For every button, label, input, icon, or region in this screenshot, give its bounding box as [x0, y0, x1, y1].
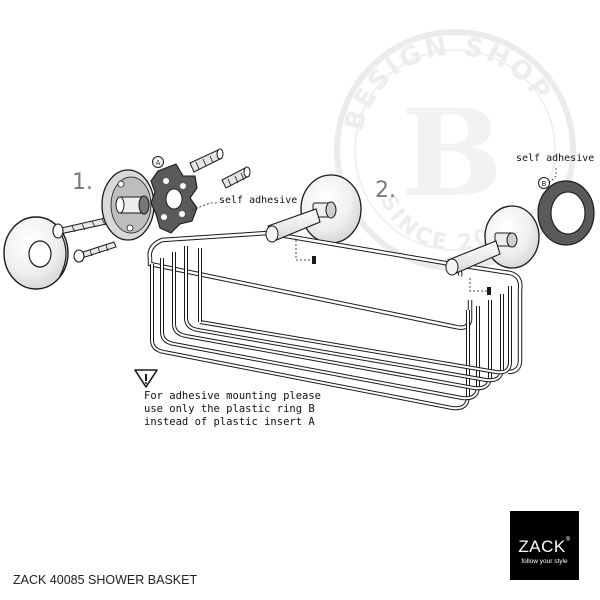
svg-text:B: B: [542, 180, 547, 188]
leader-self-adhesive-left: [191, 202, 218, 211]
note-line-1: For adhesive mounting please: [144, 390, 322, 402]
set-screw-center: [295, 240, 316, 264]
svg-text:A: A: [156, 159, 161, 167]
connector-tube-right: [445, 240, 501, 276]
insert-a-marker: A: [152, 156, 164, 168]
screw-short: [73, 241, 117, 263]
step-2-label: 2.: [375, 178, 396, 203]
warning-icon: [134, 369, 158, 388]
plastic-insert-a: [150, 163, 198, 234]
set-screw-right: [469, 278, 491, 295]
zack-logo: ZACK® follow your style: [510, 511, 579, 580]
mount-rosette-right: [484, 205, 540, 269]
step-1-label: 1.: [72, 170, 93, 195]
connector-tube-center: [265, 208, 321, 243]
plastic-ring-b: [537, 180, 595, 246]
self-adhesive-label-right: self adhesive: [516, 153, 595, 164]
watermark-letter: B: [401, 83, 502, 224]
logo-tagline: follow your style: [521, 558, 568, 565]
wall-plate-left: [101, 169, 155, 241]
wall-plug-lower: [221, 166, 251, 189]
wall-plug-upper: [189, 148, 224, 173]
end-cap-left: [3, 216, 69, 290]
self-adhesive-label-left: self adhesive: [219, 195, 298, 206]
note-line-3: instead of plastic insert A: [144, 416, 315, 428]
leader-self-adhesive-right: [548, 166, 557, 184]
mount-rosette-center: [300, 174, 362, 244]
watermark-inner-ring: [354, 49, 556, 251]
adhesive-mounting-note: For adhesive mounting please use only th…: [144, 390, 321, 429]
logo-wordmark: ZACK®: [518, 537, 571, 556]
product-caption: ZACK 40085 SHOWER BASKET: [13, 573, 198, 587]
note-line-2: use only the plastic ring B: [144, 403, 315, 415]
ring-b-marker: B: [538, 177, 550, 189]
